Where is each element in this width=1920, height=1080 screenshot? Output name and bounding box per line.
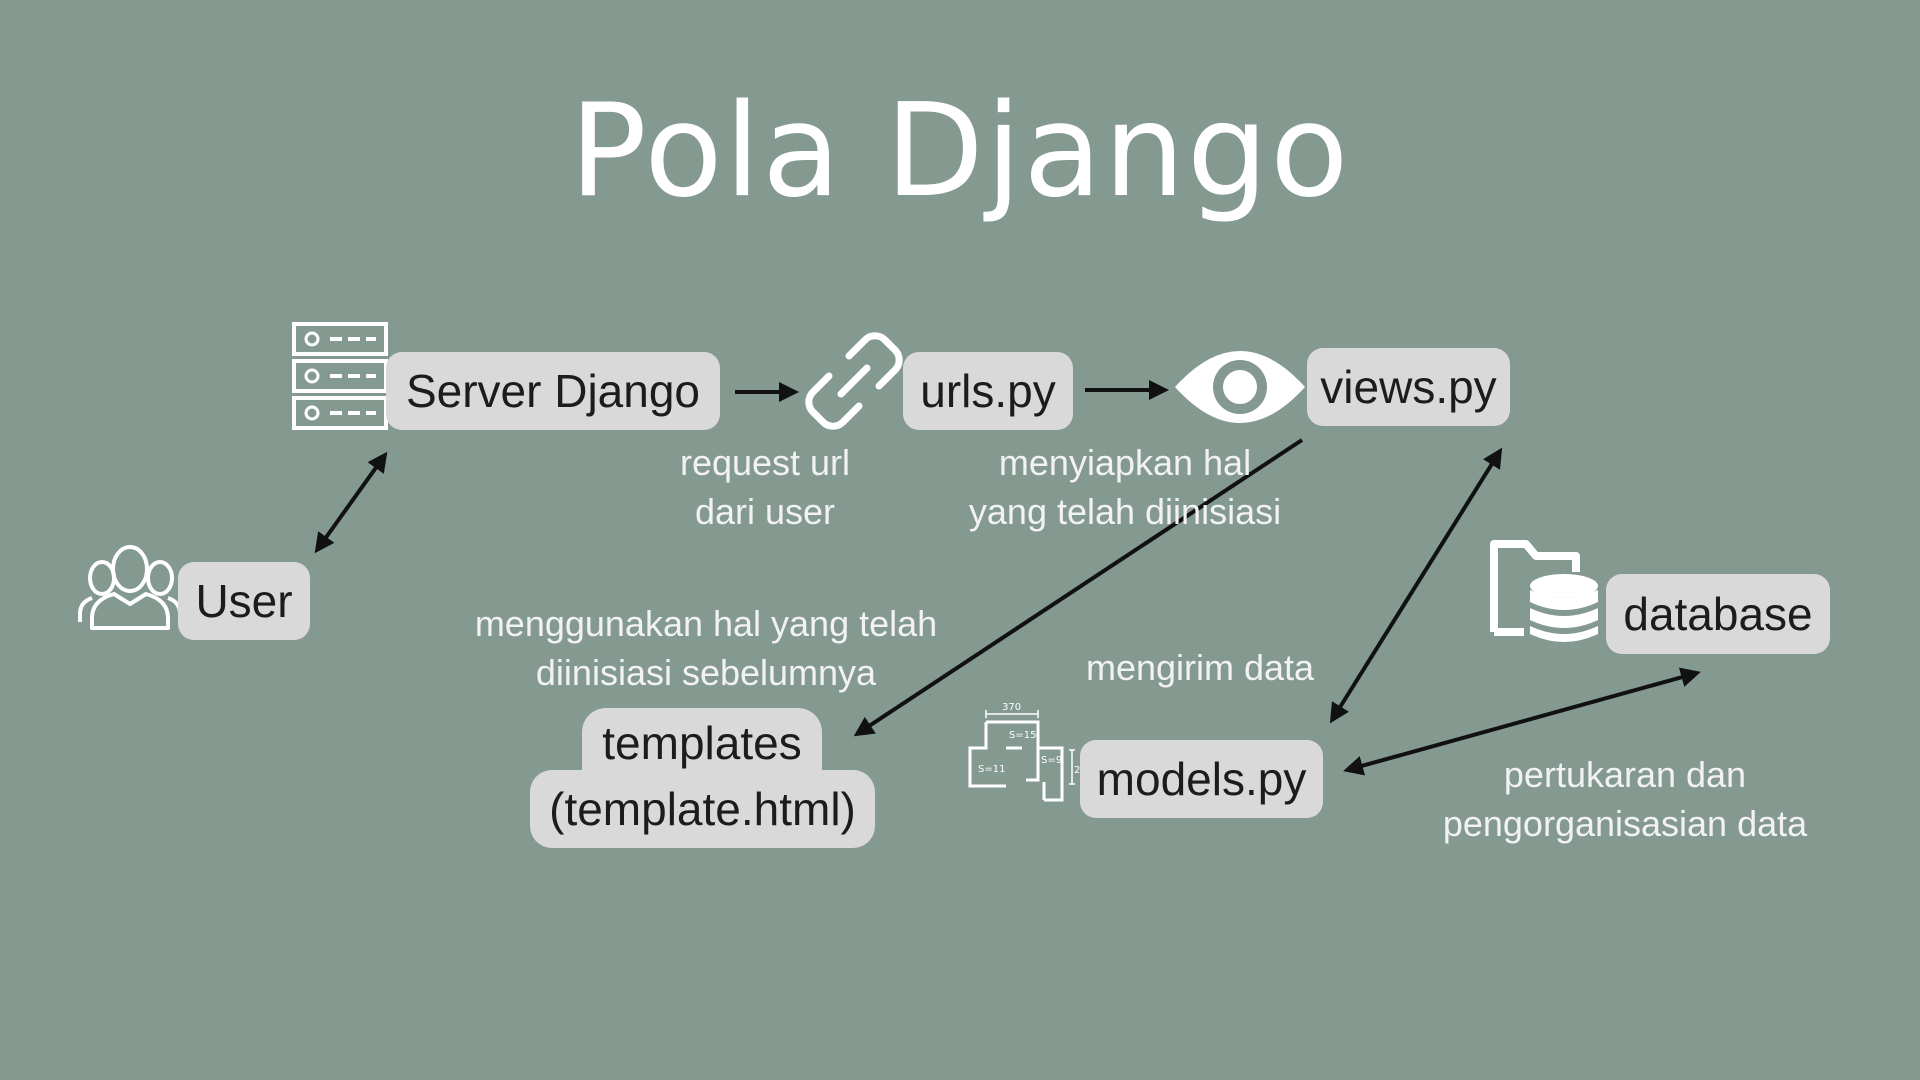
- arrow-models-database: [1343, 667, 1701, 776]
- users-group-icon: [78, 544, 182, 630]
- server-django-box: Server Django: [386, 352, 720, 430]
- caption-menyiapkan: menyiapkan hal yang telah diinisiasi: [968, 442, 1282, 532]
- blueprint-area-label: S=15: [1009, 730, 1036, 741]
- floor-plan-icon: 370 S=15 S=9 S=11 2: [966, 700, 1080, 808]
- blueprint-area-label: S=11: [978, 764, 1005, 775]
- caption-request-url: request url dari user: [679, 442, 851, 532]
- arrow-views-models: [1329, 447, 1503, 724]
- user-box: User: [178, 562, 310, 640]
- arrow-views-to-templates: [853, 438, 1304, 737]
- caption-menggunakan: menggunakan hal yang telah diinisiasi se…: [474, 603, 938, 693]
- templates-label: templates: [582, 708, 822, 778]
- arrow-user-server: [314, 451, 388, 554]
- folder-database-icon: [1490, 540, 1602, 646]
- page-title: Pola Django: [569, 77, 1351, 226]
- template-html-label: (template.html): [530, 770, 875, 848]
- eye-icon: [1173, 341, 1307, 433]
- link-icon: [805, 332, 903, 430]
- database-box: database: [1606, 574, 1830, 654]
- views-py-box: views.py: [1307, 348, 1510, 426]
- caption-pertukaran: pertukaran dan pengorganisasian data: [1442, 754, 1808, 844]
- blueprint-dim-label: 370: [1002, 702, 1021, 713]
- blueprint-dim-label: 2: [1074, 765, 1080, 776]
- server-rack-icon: [292, 322, 388, 432]
- models-py-box: models.py: [1080, 740, 1323, 818]
- templates-box: templates (template.html): [530, 708, 875, 848]
- caption-mengirim-data: mengirim data: [1085, 647, 1315, 688]
- blueprint-area-label: S=9: [1041, 755, 1062, 766]
- urls-py-box: urls.py: [903, 352, 1073, 430]
